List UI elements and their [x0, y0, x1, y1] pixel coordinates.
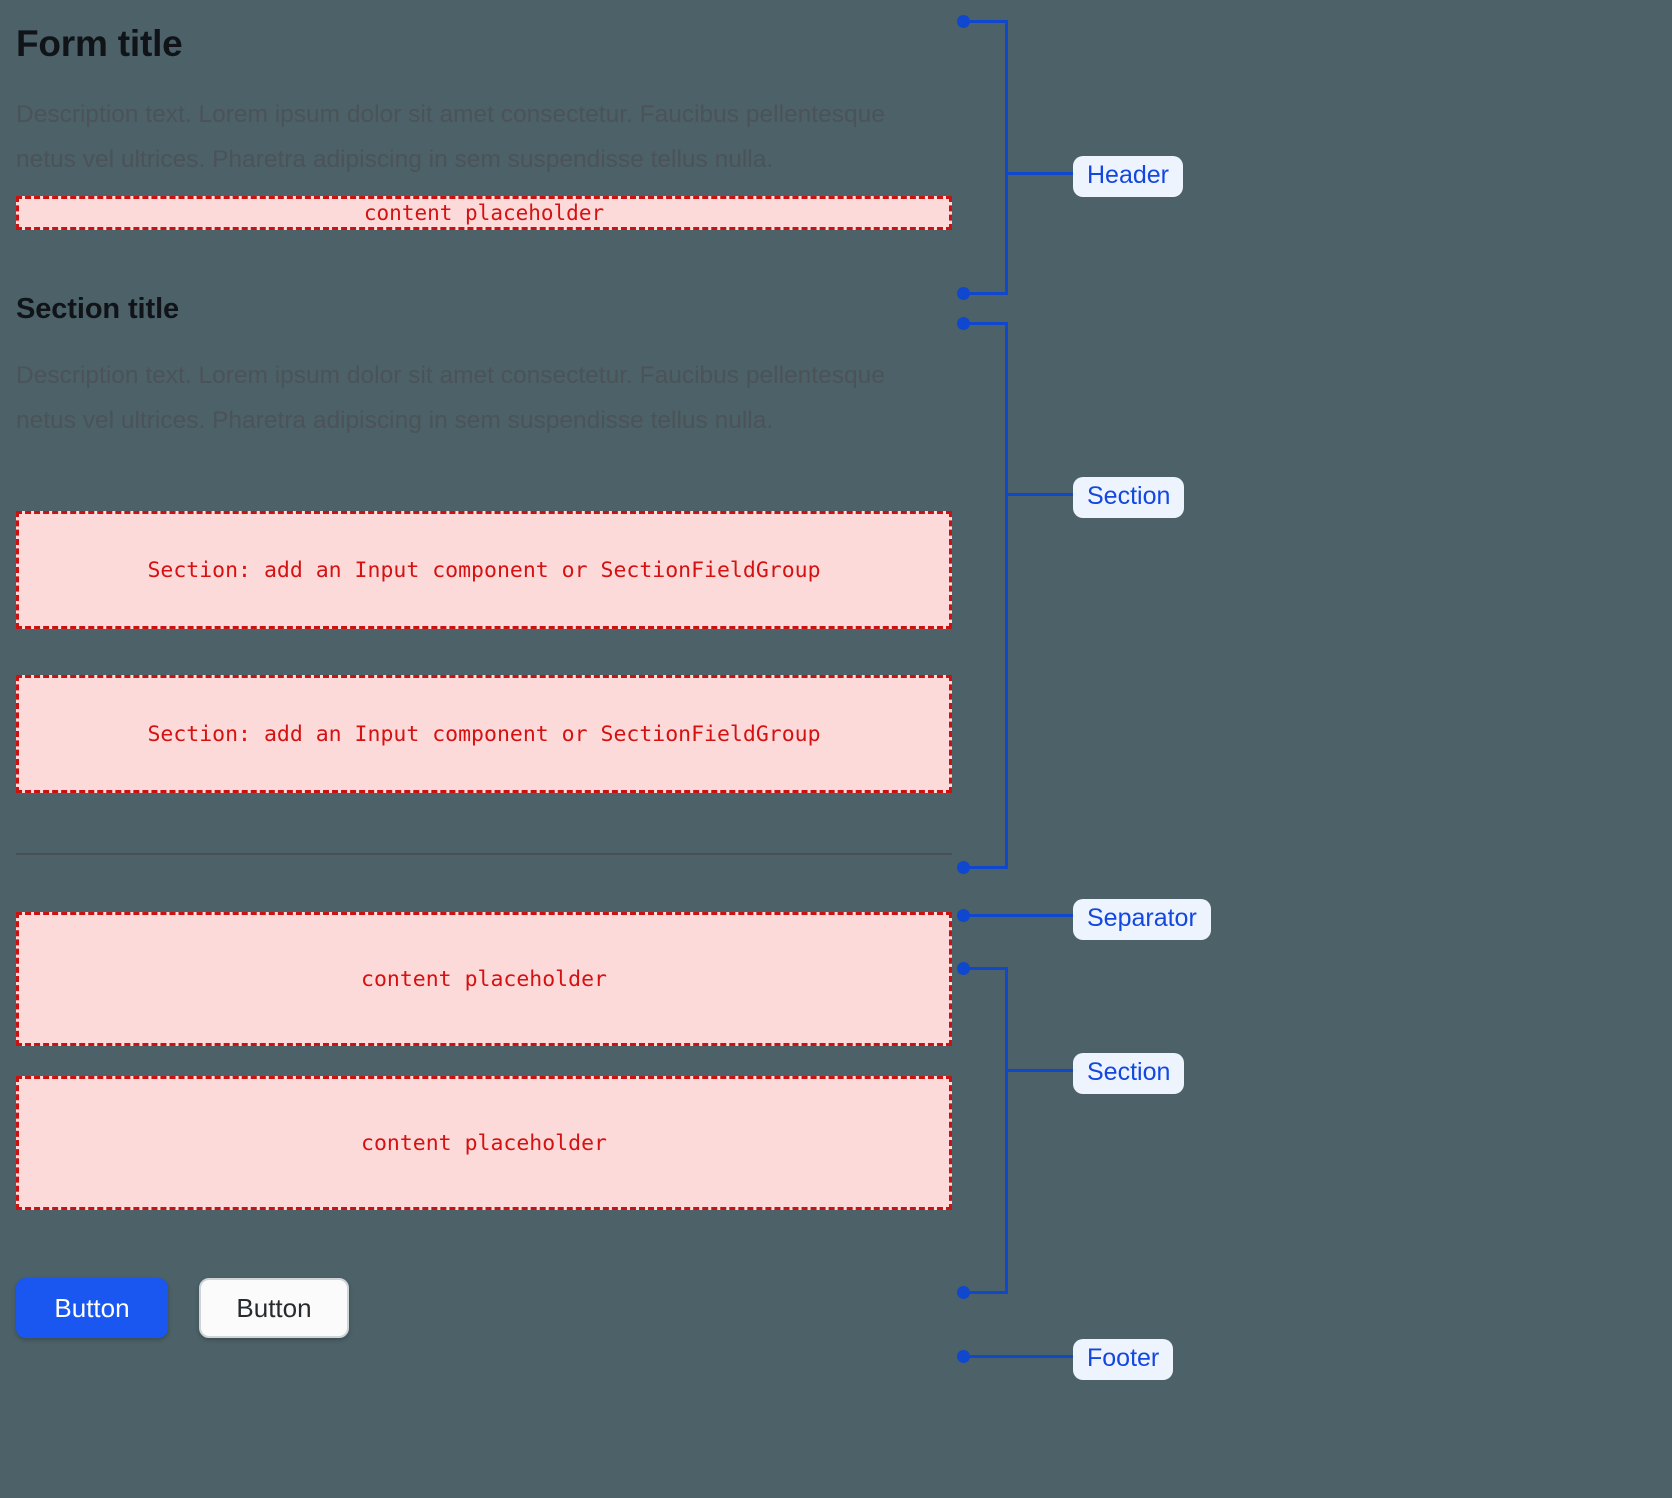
section-two-content-placeholder-1: content placeholder — [16, 912, 952, 1047]
form-title: Form title — [16, 23, 183, 64]
form-description: Description text. Lorem ipsum dolor sit … — [16, 101, 885, 174]
anno-line-section-two-bottom — [963, 1291, 1008, 1294]
anno-leader-section-two — [1005, 1069, 1075, 1072]
section-two-content-placeholder-2: content placeholder — [16, 1076, 952, 1211]
anno-badge-header[interactable]: Header — [1073, 156, 1183, 197]
anno-badge-separator[interactable]: Separator — [1073, 899, 1211, 940]
primary-button[interactable]: Button — [16, 1278, 168, 1339]
anno-bracket-section-two — [1005, 967, 1008, 1293]
header-content-placeholder: content placeholder — [16, 196, 952, 231]
section-description: Description text. Lorem ipsum dolor sit … — [16, 362, 885, 435]
anno-leader-header — [1005, 172, 1075, 175]
form-container: Form title Description text. Lorem ipsum… — [16, 0, 952, 1339]
secondary-button[interactable]: Button — [199, 1278, 349, 1339]
form-header: Form title Description text. Lorem ipsum… — [16, 22, 952, 231]
form-section-one: Section title Description text. Lorem ip… — [16, 292, 952, 794]
anno-badge-section-one[interactable]: Section — [1073, 477, 1185, 518]
form-separator — [16, 853, 952, 856]
anno-line-header-bottom — [963, 292, 1008, 295]
anno-line-section-two-top — [963, 967, 1008, 970]
section-field-placeholder-1: Section: add an Input component or Secti… — [16, 511, 952, 630]
form-footer: Button Button — [16, 1278, 952, 1339]
anno-bracket-section-one — [1005, 322, 1008, 867]
section-field-placeholder-2: Section: add an Input component or Secti… — [16, 675, 952, 794]
anno-badge-section-two[interactable]: Section — [1073, 1053, 1185, 1094]
anno-line-section-one-bottom — [963, 866, 1008, 869]
anno-bracket-header — [1005, 20, 1008, 294]
anno-leader-footer — [963, 1355, 1078, 1358]
anno-line-section-one-top — [963, 322, 1008, 325]
anno-line-header-top — [963, 20, 1008, 23]
section-title: Section title — [16, 293, 180, 326]
form-section-two: content placeholder content placeholder — [16, 912, 952, 1211]
anno-leader-section-one — [1005, 493, 1075, 496]
anno-badge-footer[interactable]: Footer — [1073, 1339, 1174, 1380]
anno-leader-separator — [963, 914, 1078, 917]
